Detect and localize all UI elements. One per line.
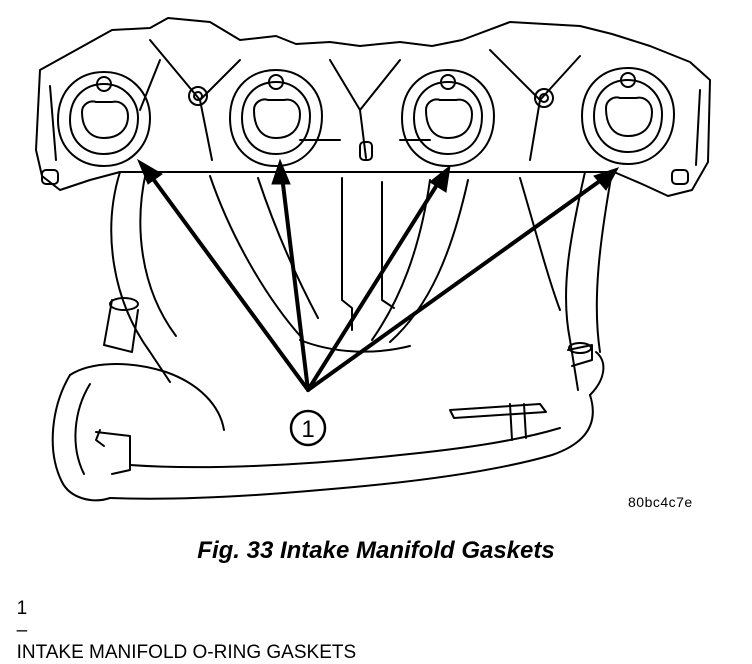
leader-arrow-4 bbox=[306, 176, 606, 392]
manifold-body bbox=[51, 171, 613, 502]
intake-ports bbox=[57, 67, 675, 167]
intake-port-4 bbox=[581, 67, 675, 165]
arrowhead-4 bbox=[593, 167, 620, 191]
callout-number: 1 bbox=[301, 416, 314, 443]
arrowhead-3 bbox=[429, 164, 451, 193]
legend: 1 – INTAKE MANIFOLD O-RING GASKETS bbox=[6, 576, 357, 664]
figure-reference-code: 80bc4c7e bbox=[628, 494, 693, 510]
figure-caption: Fig. 33 Intake Manifold Gaskets bbox=[197, 537, 555, 564]
legend-text: INTAKE MANIFOLD O-RING GASKETS bbox=[16, 642, 357, 663]
legend-separator: – bbox=[16, 620, 28, 641]
leader-arrow-2 bbox=[280, 174, 310, 392]
leader-arrow-3 bbox=[306, 178, 442, 392]
manifold-flange bbox=[35, 17, 711, 197]
legend-number: 1 bbox=[16, 598, 28, 619]
intake-port-3 bbox=[401, 69, 495, 167]
intake-port-2 bbox=[229, 69, 323, 167]
intake-port-1 bbox=[57, 71, 151, 167]
arrowhead-2 bbox=[271, 158, 291, 185]
callout-circle bbox=[289, 409, 327, 447]
leader-arrow-1 bbox=[146, 170, 310, 392]
callout-1: 1 bbox=[289, 409, 327, 447]
leader-arrows bbox=[136, 158, 620, 392]
arrowhead-1 bbox=[136, 158, 163, 185]
manifold-diagram: 1 bbox=[35, 17, 711, 502]
